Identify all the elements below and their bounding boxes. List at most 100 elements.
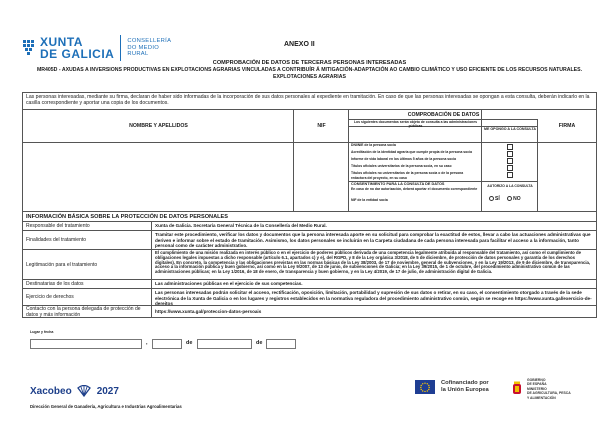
oppose-checkbox[interactable]	[507, 151, 513, 157]
brand-line-2: DE GALICIA	[40, 47, 115, 61]
logo-divider	[120, 35, 122, 61]
authorize-label: AUTORIZO A LA CONSULTA	[487, 184, 533, 188]
eu-line: Cofinanciado por	[441, 380, 489, 386]
department-line: CONSELLERÍA	[127, 38, 172, 45]
ministry-line: DE ESPAÑA	[527, 382, 547, 387]
no-radio[interactable]	[507, 196, 513, 202]
place-date-label: Lugar y fecha	[30, 330, 54, 334]
oppose-checkbox[interactable]	[507, 165, 513, 171]
dpo-link[interactable]: https://www.xunta.gal/proteccion-datos-p…	[155, 309, 262, 315]
row-label: Destinatarias de los datos	[23, 280, 152, 288]
procedure-line-2: EXPLOTACIONES AGRARIAS	[273, 74, 346, 81]
xacobeo-year: 2027	[96, 385, 119, 397]
name-column	[23, 110, 294, 212]
table-row: Destinatarias de los datos Las administr…	[23, 280, 596, 289]
brand-line-1: XUNTA	[40, 35, 83, 49]
col-name-header: NOMBRE Y APELLIDOS	[129, 123, 188, 129]
spain-crest-icon	[513, 381, 521, 395]
eu-cofinanced-text: Cofinanciado por la Unión Europea	[441, 380, 489, 394]
row-label: Responsable del tratamiento	[23, 222, 152, 230]
oppose-checkbox[interactable]	[507, 172, 513, 178]
row-value: Tramitar este procedimiento, verificar l…	[155, 232, 591, 249]
header-divider	[349, 119, 538, 120]
data-protection-title: INFORMACIÓN BÁSICA SOBRE LA PROTECCIÓN D…	[23, 212, 596, 222]
check-column	[349, 110, 482, 212]
month-field[interactable]	[197, 339, 252, 349]
direction-name: Dirección General de Ganadería, Agricult…	[30, 404, 182, 409]
xunta-logo: XUNTA DE GALICIA CONSELLERÍA DO MEDIO RU…	[22, 35, 171, 61]
check-items: DNI/NIE de la persona socia Acreditación…	[349, 142, 482, 212]
data-protection-table: INFORMACIÓN BÁSICA SOBRE LA PROTECCIÓN D…	[22, 212, 597, 318]
row-label: Contacto con la persona delegada de prot…	[23, 306, 152, 318]
col-nif-header: NIF	[317, 123, 326, 129]
scallop-shell-icon	[76, 385, 91, 397]
row-value: Xunta de Galicia. Secretaría General Téc…	[155, 223, 327, 228]
comma-separator: ,	[146, 340, 148, 346]
check-item: DNI/NIE de la persona socia	[351, 143, 396, 147]
row-label: Ejercicio de derechos	[23, 289, 152, 305]
de-separator: de	[256, 340, 263, 346]
consent-item: NIF de la entidad socia	[351, 198, 388, 202]
page-header: XUNTA DE GALICIA CONSELLERÍA DO MEDIO RU…	[22, 35, 597, 69]
check-item: Informe de vida laboral en los últimos 5…	[351, 157, 456, 161]
department-name: CONSELLERÍA DO MEDIO RURAL	[127, 38, 171, 58]
main-title: COMPROBACIÓN DE DATOS DE TERCERAS PERSON…	[212, 60, 407, 66]
ministry-line: DE AGRICULTURA, PESCA	[527, 391, 571, 396]
procedure-line-1: MR405D - AXUDAS A INVERSIONS PRODUCTIVAS…	[36, 67, 583, 73]
consent-text: En caso de no dar autorización, deberá a…	[351, 187, 478, 191]
check-item: Acreditación de la identidad agraria que…	[351, 150, 472, 154]
year-field[interactable]	[266, 339, 296, 349]
xacobeo-logo: Xacobeo 2027	[30, 385, 119, 397]
row-value: Las personas interesadas podrán solicita…	[155, 290, 592, 307]
ministry-line: MINISTERIO	[527, 386, 547, 391]
consent-title: CONSENTIMIENTO PARA LA CONSULTA DE DATOS	[351, 182, 445, 186]
check-item: Títulos oficiales universitarios de la p…	[351, 164, 452, 168]
ministry-text: GOBIERNO DE ESPAÑA MINISTERIO DE AGRICUL…	[527, 378, 571, 400]
row-value: Las administraciones públicas en el ejer…	[155, 281, 303, 286]
document-titles: COMPROBACIÓN DE DATOS DE TERCERAS PERSON…	[22, 56, 597, 81]
table-row: Finalidades del tratamiento Tramitar est…	[23, 231, 596, 250]
nif-column	[294, 110, 349, 212]
check-item: Títulos oficiales no universitarios de l…	[351, 171, 464, 180]
ministry-line: Y ALIMENTACIÓN	[527, 395, 556, 400]
yes-label: SÍ	[495, 196, 500, 202]
consent-grid: NOMBRE Y APELLIDOS NIF COMPROBACIÓN DE D…	[23, 109, 596, 212]
de-separator: de	[186, 340, 193, 346]
table-row: Legitimación para el tratamiento El cump…	[23, 250, 596, 280]
xunta-emblem-icon	[23, 40, 34, 55]
consent-table: Las personas interesadas, mediante su fi…	[22, 92, 597, 212]
row-label: Legitimación para el tratamiento	[23, 250, 152, 279]
annex-label: ANEXO II	[284, 41, 315, 48]
table-row: Contacto con la persona delegada de prot…	[23, 306, 596, 318]
eu-stars-icon	[420, 382, 430, 392]
eu-cofinanced-logo: Cofinanciado por la Unión Europea	[415, 380, 489, 394]
no-label: NO	[513, 196, 521, 202]
row-value: https://www.xunta.gal/proteccion-datos-p…	[152, 306, 596, 318]
header-bottom-line	[23, 142, 596, 143]
eu-line: la Unión Europea	[441, 387, 489, 393]
authorize-options: SÍ NO	[489, 196, 521, 202]
table-row: Responsable del tratamiento Xunta de Gal…	[23, 222, 596, 231]
oppose-column	[482, 119, 538, 212]
ministry-line: GOBIERNO	[527, 378, 546, 382]
consent-intro: Las personas interesadas, mediante su fi…	[26, 94, 590, 107]
header-divider	[349, 126, 538, 127]
yes-radio[interactable]	[489, 196, 494, 202]
eu-flag-icon	[415, 380, 435, 394]
oppose-checkbox[interactable]	[507, 144, 513, 150]
table-row: Ejercicio de derechos Las personas inter…	[23, 289, 596, 306]
consent-divider	[349, 181, 538, 182]
xacobeo-text: Xacobeo	[30, 385, 72, 397]
col-oppose-header: ME OPONGO A LA CONSULTA	[484, 127, 536, 131]
col-check-header: COMPROBACIÓN DE DATOS	[407, 112, 480, 118]
row-label: Finalidades del tratamiento	[23, 231, 152, 249]
department-line: RURAL	[127, 51, 149, 58]
place-field[interactable]	[30, 339, 142, 349]
ministry-logo: GOBIERNO DE ESPAÑA MINISTERIO DE AGRICUL…	[511, 378, 571, 400]
row-value: El cumplimiento de una misión realizada …	[155, 250, 591, 275]
department-line: DO MEDIO	[127, 44, 160, 51]
col-sign-header: FIRMA	[558, 123, 576, 129]
oppose-checkbox[interactable]	[507, 158, 513, 164]
day-field[interactable]	[152, 339, 182, 349]
col-check-subheader: Los siguientes documentos serán objeto d…	[353, 120, 478, 128]
